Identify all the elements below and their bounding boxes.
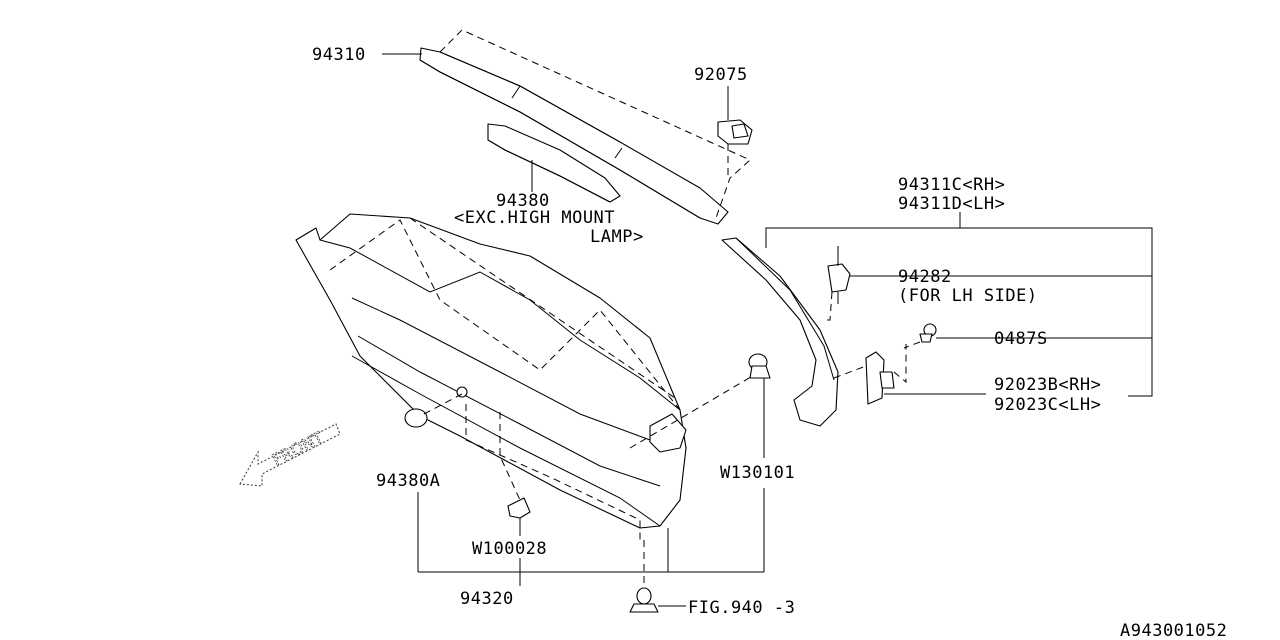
label-94380: 94380 xyxy=(496,191,550,211)
drawing-number: A943001052 xyxy=(1120,621,1227,640)
assembly-line xyxy=(893,344,907,384)
assembly-line xyxy=(833,365,867,379)
assembly-line xyxy=(409,217,679,401)
part-94282-clip[interactable] xyxy=(827,246,851,304)
label-0487S: 0487S xyxy=(994,329,1048,349)
part-W100028-clip[interactable] xyxy=(507,497,531,519)
part-92075-clip[interactable] xyxy=(717,119,753,145)
assembly-line xyxy=(629,373,757,449)
label-W130101: W130101 xyxy=(720,463,795,483)
assembly-line xyxy=(465,404,641,540)
assembly-line xyxy=(499,412,521,501)
label-front: FRONT xyxy=(269,428,327,470)
label-94380A: 94380A xyxy=(376,471,440,491)
label-92023C: 92023C<LH> xyxy=(994,395,1101,415)
part-94380A-plug[interactable] xyxy=(404,408,428,428)
part-94310-rail[interactable] xyxy=(419,47,729,225)
label-94282: 94282 xyxy=(898,267,952,287)
label-94320: 94320 xyxy=(460,589,514,609)
label-94380-note-cont: LAMP> xyxy=(590,227,644,247)
part-94320-panel[interactable] xyxy=(295,213,687,529)
label-94282-note: (FOR LH SIDE) xyxy=(898,286,1038,306)
assembly-line xyxy=(903,341,921,349)
leader-94311-bracket xyxy=(765,227,1153,397)
part-92023-bracket[interactable] xyxy=(865,351,895,405)
label-92023B: 92023B<RH> xyxy=(994,375,1101,395)
part-0487S-screw[interactable] xyxy=(919,323,937,343)
label-fig940: FIG.940 -3 xyxy=(688,598,795,618)
label-W100028: W100028 xyxy=(472,539,547,559)
part-fig940-fastener[interactable] xyxy=(629,587,659,613)
label-94311C: 94311C<RH> xyxy=(898,175,1005,195)
label-94310: 94310 xyxy=(312,45,366,65)
part-94311-side-trim[interactable] xyxy=(721,237,839,427)
label-92075: 92075 xyxy=(694,65,748,85)
front-direction-arrow-icon xyxy=(239,423,341,487)
assembly-line xyxy=(439,29,751,219)
label-94380-note: <EXC.HIGH MOUNT xyxy=(454,208,615,228)
assembly-line xyxy=(824,291,833,321)
part-W130101-clip[interactable] xyxy=(748,353,771,379)
label-94311D: 94311D<LH> xyxy=(898,194,1005,214)
